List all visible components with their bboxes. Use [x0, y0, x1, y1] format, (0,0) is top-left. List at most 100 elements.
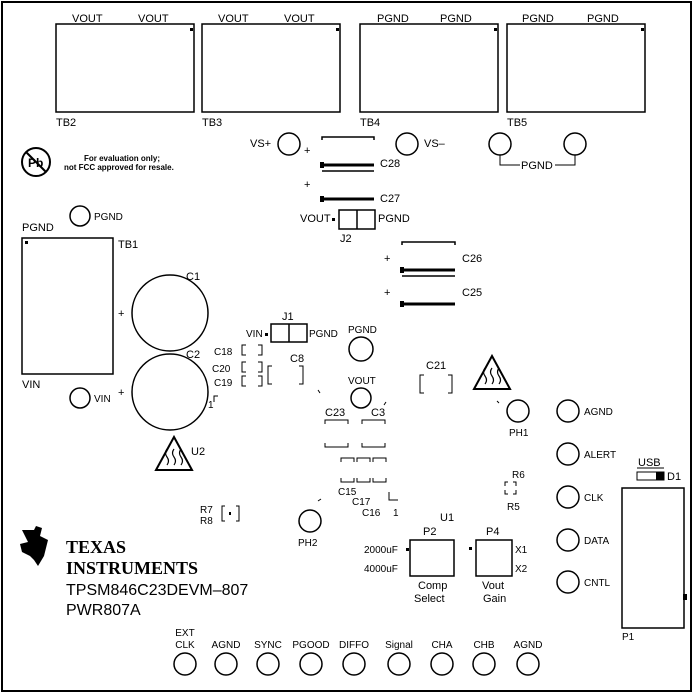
- capacitor-c19[interactable]: [241, 375, 263, 387]
- j2-left-label: VOUT: [300, 213, 331, 225]
- ph1-testpoint[interactable]: [506, 399, 530, 423]
- capacitor-c17[interactable]: [356, 457, 371, 483]
- fcc-notice-line1: For evaluation only;: [84, 154, 160, 163]
- p4-label: P4: [486, 526, 499, 538]
- bottom-tp-label: AGND: [212, 640, 241, 651]
- bottom-testpoint-agnd[interactable]: [214, 652, 238, 676]
- r7-label: R7: [200, 505, 213, 516]
- usb-connector-p1[interactable]: [621, 487, 685, 629]
- bottom-testpoint-cha[interactable]: [430, 652, 454, 676]
- vin-label: VIN: [94, 394, 111, 405]
- board-name: TPSM846C23DEVM–807: [66, 582, 248, 599]
- c15-label: C15: [338, 487, 357, 498]
- r8-label: R8: [200, 516, 213, 527]
- vs-pos-testpoint[interactable]: [277, 132, 301, 156]
- pin1-marker-b: 1: [393, 508, 399, 519]
- bottom-testpoint-pgood[interactable]: [299, 652, 323, 676]
- capacitor-c25[interactable]: [400, 301, 455, 307]
- tb4-label: TB4: [360, 117, 380, 129]
- p4-opt2: X2: [515, 564, 528, 575]
- terminal-block-tb5[interactable]: PGND PGND TB5: [506, 13, 646, 129]
- bottom-testpoint-diffo[interactable]: [342, 652, 366, 676]
- vout-gain-switch-p4[interactable]: [475, 539, 513, 577]
- capacitor-c1[interactable]: [131, 274, 209, 352]
- tb5-pin2-label: PGND: [587, 13, 619, 25]
- capacitor-c8[interactable]: [267, 365, 304, 385]
- p2-label: P2: [423, 526, 436, 538]
- pgnd-left-testpoint[interactable]: [69, 205, 91, 227]
- c26-label: C26: [462, 253, 482, 265]
- c27-label: C27: [380, 193, 400, 205]
- vs-neg-testpoint[interactable]: [395, 132, 419, 156]
- bottom-testpoint-sync[interactable]: [256, 652, 280, 676]
- capacitor-c16[interactable]: [372, 457, 387, 483]
- tb1-bottom-label: VIN: [22, 379, 40, 391]
- bottom-testpoint-agnd[interactable]: [516, 652, 540, 676]
- vin-testpoint[interactable]: [69, 387, 91, 409]
- pgnd-pair-label: PGND: [521, 160, 553, 172]
- c1-label: C1: [186, 271, 200, 283]
- j2-label: J2: [340, 233, 352, 245]
- right-testpoint-clk[interactable]: [556, 485, 580, 509]
- bottom-testpoint-signal[interactable]: [387, 652, 411, 676]
- pb-mark-text: Pb: [28, 156, 43, 170]
- capacitor-c26[interactable]: [400, 241, 456, 277]
- capacitor-c18[interactable]: [241, 344, 263, 356]
- capacitor-c20[interactable]: [241, 361, 263, 373]
- pgnd-pair-testpoint-2[interactable]: [563, 132, 587, 156]
- bottom-tp-label-line1: EXT: [175, 628, 194, 639]
- c27-plus: +: [304, 179, 310, 191]
- vout-mid-testpoint[interactable]: [350, 387, 372, 409]
- tb1-top-label: PGND: [22, 222, 54, 234]
- board-code: PWR807A: [66, 602, 141, 619]
- capacitor-c23[interactable]: [324, 419, 349, 448]
- capacitor-c27[interactable]: [320, 196, 374, 202]
- bottom-testpoint-chb[interactable]: [472, 652, 496, 676]
- terminal-block-tb2[interactable]: VOUT VOUT TB2: [55, 13, 195, 129]
- pin1-marker-a: 1: [208, 400, 214, 411]
- c26-plus: +: [384, 253, 390, 265]
- pgnd-pair-testpoint-1[interactable]: [488, 132, 512, 156]
- resistor-r5[interactable]: [504, 490, 517, 495]
- c16-label: C16: [362, 508, 381, 519]
- c23-label: C23: [325, 407, 345, 419]
- c1-plus: +: [118, 308, 124, 320]
- tb3-label: TB3: [202, 117, 222, 129]
- right-testpoint-data[interactable]: [556, 528, 580, 552]
- tb5-label: TB5: [507, 117, 527, 129]
- hot-surface-warning-icon: [154, 434, 194, 471]
- bottom-tp-label: AGND: [514, 640, 543, 651]
- right-testpoint-alert[interactable]: [556, 442, 580, 466]
- capacitor-c2[interactable]: [131, 353, 209, 431]
- u2-label: U2: [191, 446, 205, 458]
- capacitor-c28[interactable]: [320, 136, 375, 172]
- comp-select-switch-p2[interactable]: [409, 539, 455, 577]
- c25-label: C25: [462, 287, 482, 299]
- logo-line1: TEXAS: [66, 537, 126, 557]
- capacitor-c15[interactable]: [340, 457, 355, 483]
- right-testpoint-cntl[interactable]: [556, 570, 580, 594]
- c2-label: C2: [186, 349, 200, 361]
- p4-caption2: Gain: [483, 593, 506, 605]
- vout-mid-label: VOUT: [348, 376, 376, 387]
- tb3-pin2-label: VOUT: [284, 13, 315, 25]
- tb3-pin1-label: VOUT: [218, 13, 249, 25]
- resistor-r6[interactable]: [504, 481, 517, 486]
- capacitor-c3[interactable]: [361, 419, 386, 448]
- c17-label: C17: [352, 497, 371, 508]
- pgnd-mid-testpoint[interactable]: [348, 336, 374, 362]
- terminal-block-tb4[interactable]: PGND PGND TB4: [359, 13, 499, 129]
- jumper-j1[interactable]: [270, 323, 308, 343]
- right-testpoint-agnd[interactable]: [556, 399, 580, 423]
- capacitor-c21[interactable]: [419, 374, 453, 394]
- r6-label: R6: [512, 470, 525, 481]
- right-tp-cntl-label: CNTL: [584, 578, 611, 589]
- terminal-block-tb1[interactable]: [21, 237, 114, 375]
- ph2-testpoint[interactable]: [298, 509, 322, 533]
- jumper-j2[interactable]: [338, 209, 376, 230]
- logo-line2: INSTRUMENTS: [66, 558, 198, 578]
- terminal-block-tb3[interactable]: VOUT VOUT TB3: [201, 13, 341, 129]
- bottom-testpoint-EXT-clk[interactable]: [173, 652, 197, 676]
- resistor-r7-r8[interactable]: [221, 505, 240, 522]
